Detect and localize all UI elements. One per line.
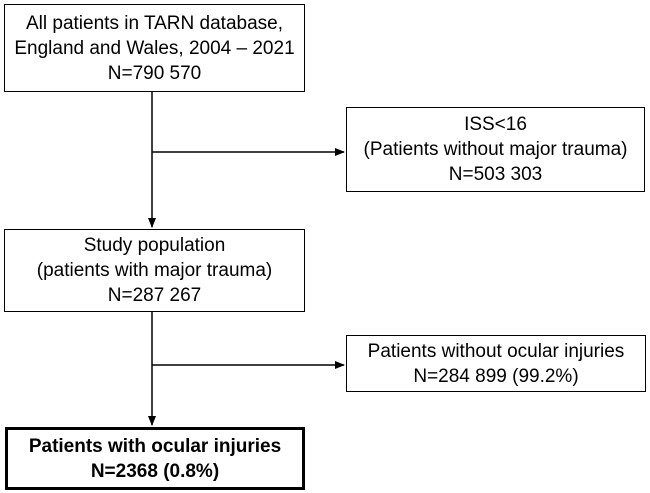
box-line: N=284 899 (99.2%) bbox=[413, 365, 579, 387]
box-line: (patients with major trauma) bbox=[36, 260, 273, 281]
box-line: Study population bbox=[83, 235, 226, 256]
with-ocular-box: Patients with ocular injuries N=2368 (0.… bbox=[5, 427, 305, 490]
excluded-iss-box: ISS<16 (Patients without major trauma) N… bbox=[346, 107, 645, 192]
study-population-box: Study population (patients with major tr… bbox=[4, 229, 305, 312]
box-line: N=287 267 bbox=[107, 285, 202, 306]
box-line: Patients without ocular injuries bbox=[367, 340, 625, 362]
box-line: (Patients without major trauma) bbox=[363, 139, 628, 160]
all-patients-box: All patients in TARN database, England a… bbox=[4, 4, 305, 92]
box-line: N=503 303 bbox=[448, 164, 543, 185]
box-line: ISS<16 bbox=[464, 114, 527, 135]
box-line: N=790 570 bbox=[107, 62, 202, 84]
box-line: Patients with ocular injuries bbox=[28, 435, 282, 457]
box-line: All patients in TARN database, bbox=[26, 12, 283, 34]
box-line: N=2368 (0.8%) bbox=[90, 460, 220, 482]
box-line: England and Wales, 2004 – 2021 bbox=[14, 37, 295, 59]
without-ocular-box: Patients without ocular injuries N=284 8… bbox=[346, 335, 646, 392]
